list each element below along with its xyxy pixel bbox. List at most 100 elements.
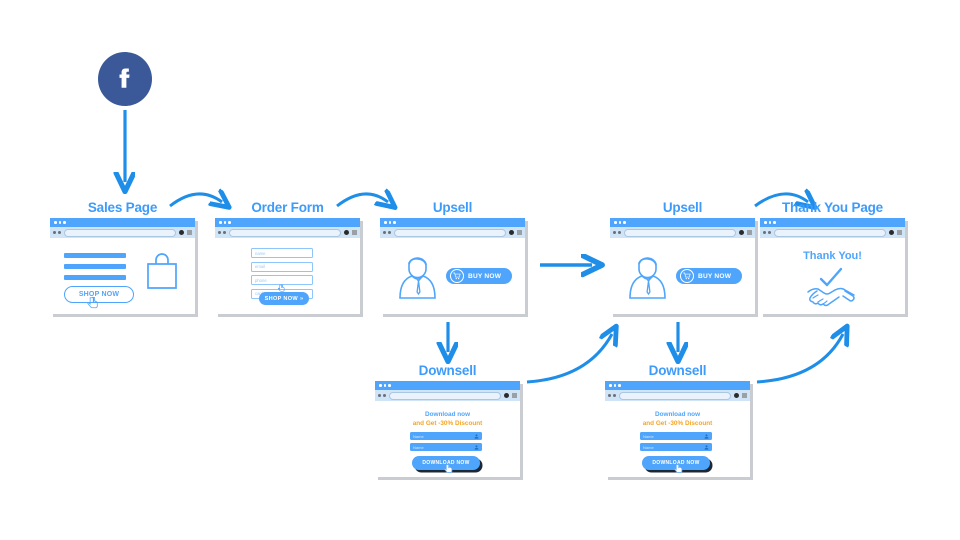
- browser-window-upsell-1: BUY NOW: [380, 218, 525, 314]
- node-label-downsell-2: Downsell: [648, 363, 707, 378]
- person-icon: [399, 257, 436, 299]
- menu-icon[interactable]: [742, 393, 747, 398]
- gear-icon[interactable]: [504, 393, 509, 398]
- download-now-button[interactable]: DOWNLOAD NOW: [642, 456, 710, 470]
- menu-icon[interactable]: [352, 230, 357, 235]
- downsell-headline-accent: and Get -30% Discount: [642, 420, 713, 427]
- downsell-headline-primary: Download now: [654, 411, 701, 418]
- back-arrow-icon[interactable]: [763, 231, 771, 234]
- menu-icon[interactable]: [897, 230, 902, 235]
- field-name-1[interactable]: Name: [410, 432, 482, 440]
- field-email[interactable]: email: [251, 261, 313, 272]
- back-arrow-icon[interactable]: [383, 231, 391, 234]
- browser-titlebar: [375, 381, 520, 390]
- back-arrow-icon[interactable]: [378, 394, 386, 397]
- node-label-thank-you-page: Thank You Page: [782, 200, 883, 215]
- field-name[interactable]: name: [251, 248, 313, 258]
- node-label-sales-page: Sales Page: [87, 200, 158, 215]
- browser-toolbar: [605, 390, 750, 401]
- browser-window-downsell-1: Download now and Get -30% Discount Name …: [375, 381, 520, 477]
- browser-toolbar: [215, 227, 360, 238]
- text-placeholder-bars: [64, 253, 126, 286]
- browser-toolbar: [760, 227, 905, 238]
- node-label-upsell-1: Upsell: [432, 200, 473, 215]
- back-arrow-icon[interactable]: [608, 394, 616, 397]
- facebook-icon[interactable]: [98, 52, 152, 106]
- connector-sales-to-order: [169, 194, 222, 206]
- cursor-icon: [87, 296, 98, 309]
- connector-order-to-upsell1: [336, 194, 388, 206]
- gear-icon[interactable]: [509, 230, 514, 235]
- node-label-upsell-2: Upsell: [662, 200, 703, 215]
- gear-icon[interactable]: [734, 393, 739, 398]
- shopping-cart-icon: [680, 269, 694, 283]
- downsell-headline-primary: Download now: [424, 411, 471, 418]
- menu-icon[interactable]: [517, 230, 522, 235]
- menu-icon[interactable]: [747, 230, 752, 235]
- window-dots: [609, 384, 621, 387]
- field-name-1-label: Name: [643, 433, 654, 439]
- address-bar[interactable]: [394, 228, 506, 237]
- page-viewport: SHOP NOW: [50, 238, 195, 314]
- browser-titlebar: [380, 218, 525, 227]
- address-bar[interactable]: [774, 228, 886, 237]
- downsell-headline-accent: and Get -30% Discount: [412, 420, 483, 427]
- browser-window-thank-you: Thank You!: [760, 218, 905, 314]
- window-dots: [384, 221, 396, 224]
- node-label-downsell-1: Downsell: [418, 363, 477, 378]
- window-dots: [54, 221, 66, 224]
- connector-downsell2-to-thankyou: [756, 334, 843, 384]
- shop-now-button[interactable]: SHOP NOW: [64, 286, 134, 303]
- downsell-form-fields: Name Name: [410, 432, 482, 454]
- browser-toolbar: [610, 227, 755, 238]
- menu-icon[interactable]: [512, 393, 517, 398]
- window-dots: [379, 384, 391, 387]
- handshake-icon: [806, 267, 855, 307]
- browser-toolbar: [380, 227, 525, 238]
- back-arrow-icon[interactable]: [613, 231, 621, 234]
- field-name-1-label: Name: [413, 433, 424, 439]
- back-arrow-icon[interactable]: [53, 231, 61, 234]
- person-icon: [474, 444, 479, 450]
- buy-now-button[interactable]: BUY NOW: [676, 268, 742, 284]
- cursor-icon: [443, 463, 453, 473]
- download-now-button[interactable]: DOWNLOAD NOW: [412, 456, 480, 470]
- browser-window-downsell-2: Download now and Get -30% Discount Name …: [605, 381, 750, 477]
- shop-now-button[interactable]: SHOP NOW »: [259, 292, 309, 305]
- node-label-order-form: Order Form: [251, 200, 324, 215]
- browser-toolbar: [50, 227, 195, 238]
- person-icon: [629, 257, 666, 299]
- browser-window-sales-page: SHOP NOW: [50, 218, 195, 314]
- cursor-icon: [673, 463, 683, 473]
- chevron-right-icon: »: [299, 295, 304, 302]
- gear-icon[interactable]: [344, 230, 349, 235]
- address-bar[interactable]: [624, 228, 736, 237]
- address-bar[interactable]: [229, 228, 341, 237]
- gear-icon[interactable]: [179, 230, 184, 235]
- field-phone[interactable]: phone: [251, 275, 313, 285]
- shopping-bag-icon: [147, 253, 177, 289]
- window-dots: [219, 221, 231, 224]
- browser-window-order-form: name email phone card SHOP NOW »: [215, 218, 360, 314]
- checkmark-icon: [819, 267, 842, 287]
- person-icon: [704, 444, 709, 450]
- page-viewport: BUY NOW: [380, 238, 525, 314]
- browser-window-upsell-2: BUY NOW: [610, 218, 755, 314]
- address-bar[interactable]: [619, 391, 731, 400]
- back-arrow-icon[interactable]: [218, 231, 226, 234]
- gear-icon[interactable]: [889, 230, 894, 235]
- page-viewport: Thank You!: [760, 238, 905, 314]
- buy-now-label: BUY NOW: [698, 272, 732, 280]
- menu-icon[interactable]: [187, 230, 192, 235]
- shop-now-label: SHOP NOW: [264, 295, 298, 302]
- gear-icon[interactable]: [739, 230, 744, 235]
- field-name-2[interactable]: Name: [640, 443, 712, 451]
- downsell-form-fields: Name Name: [640, 432, 712, 454]
- page-viewport: BUY NOW: [610, 238, 755, 314]
- address-bar[interactable]: [64, 228, 176, 237]
- field-name-1[interactable]: Name: [640, 432, 712, 440]
- address-bar[interactable]: [389, 391, 501, 400]
- field-name-2[interactable]: Name: [410, 443, 482, 451]
- buy-now-button[interactable]: BUY NOW: [446, 268, 512, 284]
